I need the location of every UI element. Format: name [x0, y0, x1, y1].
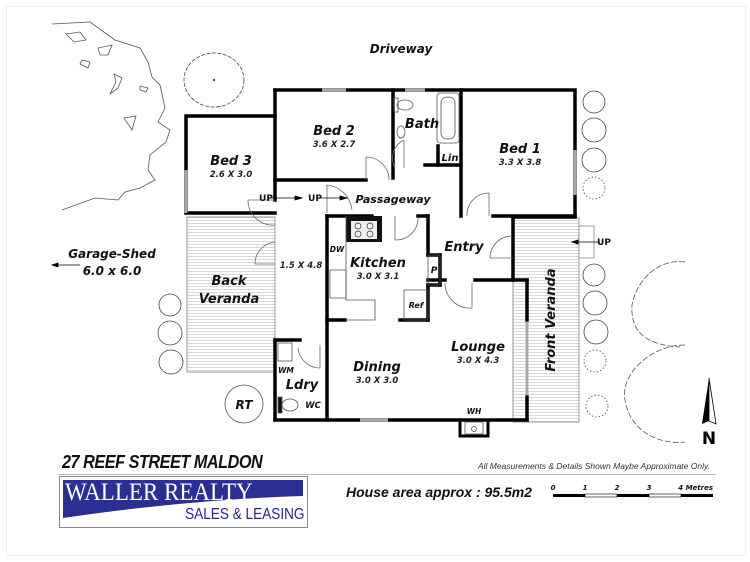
- step-up-label-1: UP: [259, 194, 273, 204]
- tree-top-small-icon: [183, 52, 245, 108]
- front-veranda: [512, 217, 580, 423]
- logo-line1: WALLER REALTY: [65, 479, 253, 506]
- step-up-label-2: UP: [308, 194, 322, 204]
- page-frame: [6, 6, 746, 556]
- back-veranda: [186, 216, 276, 373]
- driveway-label: Driveway: [370, 42, 434, 56]
- bath-fixtures: [393, 92, 460, 144]
- wood-heater-label: WH: [467, 407, 482, 416]
- laundry-fixtures: [277, 342, 484, 435]
- north-arrow-icon: [702, 377, 717, 425]
- garage-shed-label: Garage-Shed: [68, 247, 156, 261]
- room-lounge-dims: 3.0 X 4.3: [457, 356, 500, 366]
- fridge-label: Ref: [409, 301, 425, 310]
- room-front-veranda-name: Front Veranda: [544, 268, 559, 371]
- toilet-label: WC: [305, 401, 321, 411]
- footer-divider: [58, 474, 716, 475]
- room-bed1-name: Bed 1: [499, 142, 541, 157]
- scale-tick-3: 3: [647, 484, 652, 492]
- tree-right-large-icon: [624, 261, 686, 443]
- room-dining-dims: 3.0 X 3.0: [356, 376, 399, 386]
- scale-tick-0: 0: [551, 484, 556, 492]
- scale-bar: 0 1 2 3 4 Metres: [551, 484, 713, 498]
- room-lin-name: Lin: [442, 153, 459, 164]
- room-bed2-name: Bed 2: [313, 124, 355, 139]
- room-bed1-dims: 3.3 X 3.8: [499, 158, 542, 168]
- logo-band: [63, 480, 303, 518]
- house-area: House area approx : 95.5m2: [346, 484, 532, 500]
- scale-tick-4: 4 Metres: [678, 484, 713, 492]
- room-bed3-name: Bed 3: [210, 154, 252, 169]
- room-entry-name: Entry: [444, 240, 484, 255]
- washing-machine-label: WM: [278, 366, 294, 375]
- room-lounge-name: Lounge: [451, 340, 505, 355]
- logo-line2: SALES & LEASING: [185, 506, 305, 523]
- hall-dims: 1.5 X 4.8: [280, 261, 323, 271]
- room-dining-name: Dining: [353, 360, 401, 375]
- property-address: 27 REEF STREET MALDON: [62, 452, 263, 472]
- north-label: N: [702, 429, 716, 449]
- tree-left-large-icon: [51, 21, 171, 211]
- disclaimer: All Measurements & Details Shown Maybe A…: [478, 461, 710, 471]
- room-bed2-dims: 3.6 X 2.7: [313, 140, 356, 150]
- room-back-veranda-line1: Back: [211, 274, 247, 289]
- rainwater-tank-label: RT: [236, 398, 254, 412]
- kitchen-bench: [329, 216, 441, 321]
- dishwasher-label: DW: [330, 245, 345, 254]
- rainwater-tank-icon: [224, 384, 264, 424]
- garage-shed-dims: 6.0 x 6.0: [83, 264, 142, 278]
- windows: [184, 88, 577, 422]
- room-passageway-name: Passageway: [355, 193, 431, 206]
- step-up-label-3: UP: [597, 238, 611, 248]
- room-bed3-dims: 2.6 X 3.0: [210, 170, 253, 180]
- stove-icon: [346, 216, 382, 242]
- scale-tick-1: 1: [583, 484, 588, 492]
- scale-tick-2: 2: [615, 484, 620, 492]
- room-back-veranda-line2: Veranda: [199, 292, 259, 307]
- pantry-label: P: [431, 266, 438, 276]
- shrub-row-left-icon: [157, 293, 184, 375]
- step-arrows: [50, 195, 600, 268]
- room-kitchen-dims: 3.0 X 3.1: [357, 272, 400, 282]
- shrub-row-right-icon: [581, 90, 609, 418]
- room-kitchen-name: Kitchen: [350, 256, 406, 271]
- doors: [247, 139, 513, 369]
- agency-logo: WALLER REALTY SALES & LEASING: [59, 476, 308, 528]
- room-laundry-name: Ldry: [286, 378, 319, 393]
- room-bath-name: Bath: [405, 117, 439, 132]
